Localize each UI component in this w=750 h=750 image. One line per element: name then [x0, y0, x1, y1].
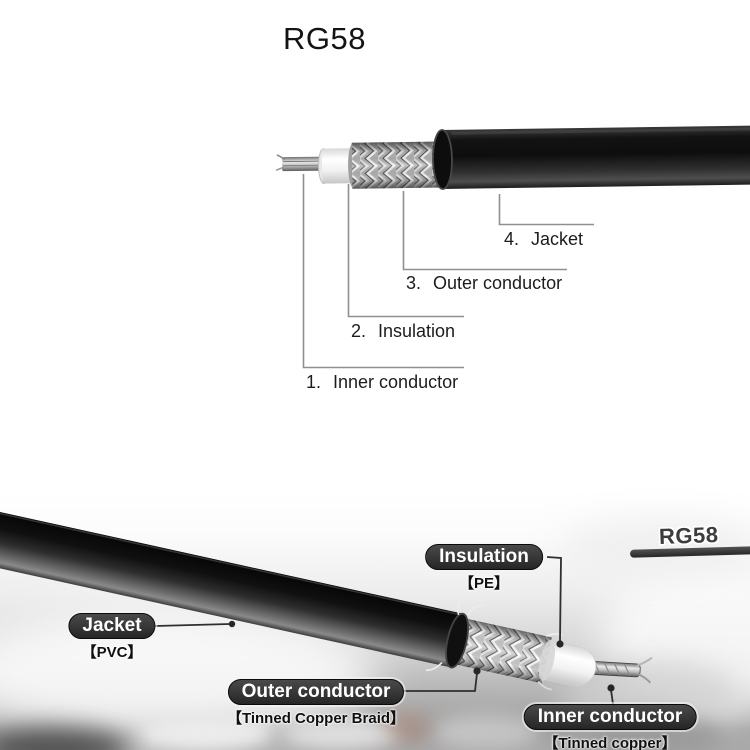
- leader-dot-outer-conductor: [473, 667, 481, 675]
- top-insulation: [318, 147, 375, 185]
- insulation-material-label: 【PE】: [458, 575, 510, 592]
- callout-number: 3.: [406, 273, 422, 293]
- callout-label: Jacket: [531, 229, 584, 249]
- brand-label: RG58: [658, 521, 719, 550]
- callout-outer-conductor: 3. Outer conductor: [406, 273, 562, 294]
- callout-group-insulation: Insulation 【PE】: [425, 544, 543, 593]
- leader-line-insulation: [347, 184, 464, 318]
- callout-insulation: 2. Insulation: [351, 321, 455, 342]
- outer-conductor-label-pill: Outer conductor: [227, 679, 405, 705]
- callout-label: Insulation: [378, 321, 456, 341]
- jacket-label-pill: Jacket: [68, 613, 156, 639]
- top-cable-illustration: [275, 125, 750, 369]
- callout-group-outer-conductor: Outer conductor 【Tinned Copper Braid】: [227, 679, 405, 728]
- callout-number: 2.: [351, 321, 367, 341]
- background-blur-blob: [0, 728, 130, 750]
- bottom-cable-diagram: Jacket 【PVC】 Insulation 【PE】 Outer condu…: [0, 490, 750, 750]
- callout-number: 4.: [504, 229, 520, 249]
- background-blur-blob: [285, 718, 400, 750]
- top-cable: [275, 125, 750, 190]
- top-outer-conductor-braid: [348, 141, 451, 189]
- callout-inner-conductor: 1. Inner conductor: [306, 372, 458, 393]
- leader-line-outer-conductor: [404, 672, 478, 692]
- braid-stray-strands: [425, 597, 485, 672]
- background-blur-blob: [430, 714, 540, 750]
- leader-line-jacket: [498, 194, 594, 226]
- top-inner-conductor: [275, 154, 331, 172]
- background-blur-blob: [383, 712, 431, 742]
- callout-group-inner-conductor: Inner conductor 【Tinned copper】: [523, 704, 697, 750]
- inner-conductor-label-pill: Inner conductor: [523, 704, 697, 730]
- top-jacket: [432, 125, 750, 190]
- callout-label: Inner conductor: [333, 372, 459, 392]
- callout-jacket: 4. Jacket: [504, 229, 583, 250]
- leader-line-insulation: [546, 556, 562, 642]
- callout-group-jacket: Jacket 【PVC】: [68, 613, 156, 662]
- leader-dot-insulation: [556, 640, 564, 648]
- inner-conductor-material-label: 【Tinned copper】: [543, 735, 677, 750]
- outer-conductor-material-label: 【Tinned Copper Braid】: [226, 710, 406, 727]
- background-blur-blob: [140, 716, 270, 750]
- bottom-outer-conductor-braid: [430, 612, 563, 691]
- page-title: RG58: [283, 21, 366, 56]
- jacket-material-label: 【PVC】: [81, 644, 143, 661]
- callout-label: Outer conductor: [433, 273, 563, 293]
- insulation-label-pill: Insulation: [425, 544, 543, 570]
- callout-number: 1.: [306, 372, 322, 392]
